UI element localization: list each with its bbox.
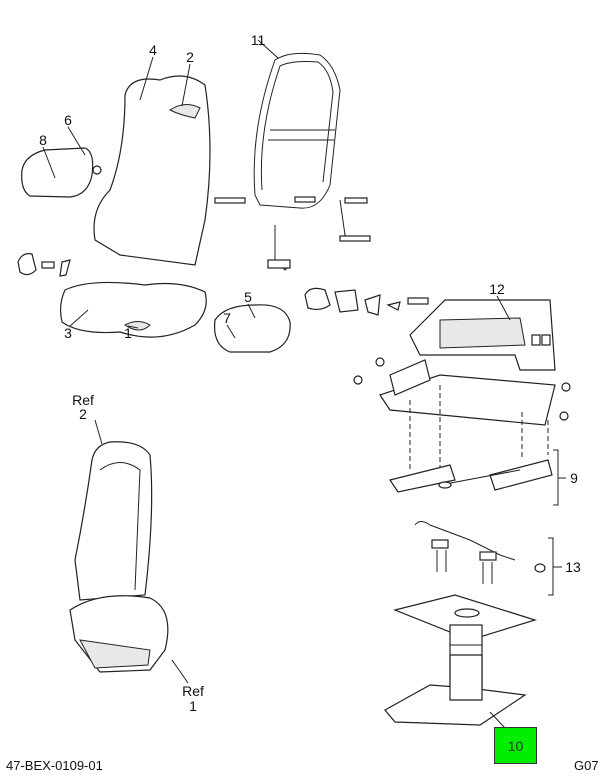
- seat-riser-12: [409, 295, 556, 371]
- hotspot-part-10[interactable]: 10: [494, 727, 537, 764]
- callout-13: 13: [565, 559, 581, 575]
- callout-ref-1-label: Ref: [182, 683, 204, 699]
- drawing-id: 47-BEX-0109-01: [6, 758, 103, 773]
- hotspot-label: 10: [507, 737, 524, 754]
- release-handle-hardware: [414, 521, 562, 596]
- adjustment-knobs: [17, 253, 71, 277]
- seat-back-frame: [214, 39, 371, 271]
- assembled-seat: [69, 419, 189, 684]
- slide-mounting-plate: [353, 357, 571, 470]
- callout-8: 8: [39, 132, 47, 148]
- callout-ref-1-number: 1: [189, 698, 197, 714]
- callout-6: 6: [64, 112, 72, 128]
- callout-2: 2: [186, 49, 194, 65]
- callout-11: 11: [250, 32, 266, 48]
- seat-pedestal: [384, 594, 538, 729]
- seat-slide-rails: [389, 449, 566, 506]
- armrest-pad: [213, 303, 291, 353]
- callout-ref-2-label: Ref: [72, 392, 94, 408]
- callout-1: 1: [124, 325, 132, 341]
- sheet-code: G07: [574, 758, 599, 773]
- callout-3: 3: [64, 325, 72, 341]
- callout-5: 5: [244, 289, 252, 305]
- armrest-cover: [21, 126, 102, 198]
- seat-back-cushion: [93, 56, 211, 266]
- callout-4: 4: [149, 42, 157, 58]
- seat-cushion: [59, 281, 207, 338]
- callout-ref-2-number: 2: [79, 406, 87, 422]
- callout-7: 7: [223, 310, 231, 326]
- callout-9: 9: [570, 470, 578, 486]
- recliner-hardware: [304, 287, 429, 316]
- callout-12: 12: [489, 281, 505, 297]
